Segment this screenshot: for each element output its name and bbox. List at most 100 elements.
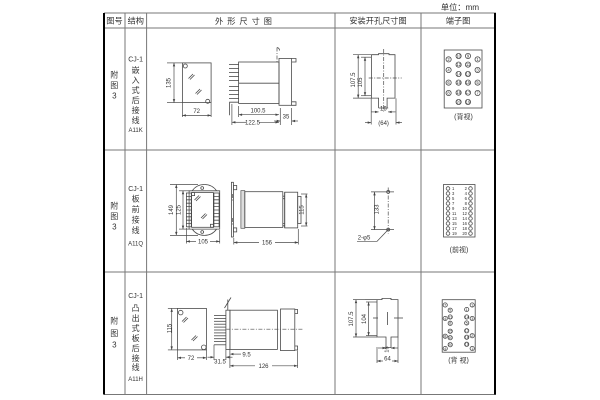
svg-text:1: 1 xyxy=(471,303,473,307)
svg-text:20: 20 xyxy=(448,343,452,347)
svg-text:7: 7 xyxy=(476,91,479,96)
svg-text:板: 板 xyxy=(132,194,140,204)
svg-text:100.5: 100.5 xyxy=(250,109,266,115)
svg-text:嵌: 嵌 xyxy=(132,66,140,75)
svg-text:附: 附 xyxy=(110,70,118,80)
svg-text:10: 10 xyxy=(448,336,452,340)
svg-text:线: 线 xyxy=(132,225,140,235)
svg-text:12: 12 xyxy=(462,211,467,216)
svg-text:105: 105 xyxy=(198,240,209,246)
svg-text:126: 126 xyxy=(258,364,269,370)
svg-text:板: 板 xyxy=(132,333,140,343)
svg-text:19: 19 xyxy=(466,100,471,105)
svg-text:9: 9 xyxy=(452,206,455,211)
svg-text:式: 式 xyxy=(132,323,140,333)
svg-text:10: 10 xyxy=(456,54,461,59)
svg-text:9.5: 9.5 xyxy=(242,352,251,358)
svg-text:前: 前 xyxy=(132,204,140,214)
svg-text:13: 13 xyxy=(466,72,471,77)
svg-text:接: 接 xyxy=(132,353,140,363)
svg-text:(64): (64) xyxy=(378,121,389,127)
svg-text:(背 视): (背 视) xyxy=(448,356,469,365)
svg-text:入: 入 xyxy=(132,76,140,85)
svg-text:31.5: 31.5 xyxy=(214,360,226,366)
svg-text:13: 13 xyxy=(452,216,457,221)
svg-text:16: 16 xyxy=(380,107,387,113)
svg-text:7: 7 xyxy=(444,303,446,307)
svg-text:线: 线 xyxy=(132,115,140,125)
svg-text:6: 6 xyxy=(447,80,450,85)
svg-text:18: 18 xyxy=(465,336,469,340)
svg-text:1: 1 xyxy=(466,308,468,312)
svg-text:4: 4 xyxy=(447,68,450,73)
svg-text:端子图: 端子图 xyxy=(446,16,471,26)
svg-text:单位：mm: 单位：mm xyxy=(441,2,479,12)
svg-text:6: 6 xyxy=(449,322,451,326)
svg-text:式: 式 xyxy=(132,85,140,95)
svg-text:8: 8 xyxy=(444,335,446,339)
svg-text:后: 后 xyxy=(132,343,140,353)
svg-text:14: 14 xyxy=(462,216,467,221)
svg-text:4: 4 xyxy=(465,191,468,196)
svg-text:8: 8 xyxy=(465,201,468,206)
svg-text:3: 3 xyxy=(112,223,117,232)
svg-text:2: 2 xyxy=(465,186,468,191)
svg-text:16: 16 xyxy=(456,80,461,85)
svg-text:5: 5 xyxy=(452,196,455,201)
svg-text:115: 115 xyxy=(168,323,174,333)
svg-text:133: 133 xyxy=(375,204,381,215)
svg-text:5: 5 xyxy=(476,80,479,85)
svg-text:3: 3 xyxy=(112,341,117,350)
svg-text:14: 14 xyxy=(456,72,461,77)
svg-text:CJ-1: CJ-1 xyxy=(128,57,143,64)
svg-text:5: 5 xyxy=(466,321,468,325)
svg-text:安装开孔尺寸图: 安装开孔尺寸图 xyxy=(349,16,406,26)
svg-text:2: 2 xyxy=(447,57,450,62)
svg-text:CJ-1: CJ-1 xyxy=(128,293,143,300)
svg-text:5: 5 xyxy=(449,309,451,313)
svg-text:15: 15 xyxy=(448,330,452,334)
svg-text:72: 72 xyxy=(193,109,200,115)
svg-text:外形尺寸图: 外形尺寸图 xyxy=(215,16,276,26)
svg-text:CJ-1: CJ-1 xyxy=(128,186,143,193)
svg-text:64: 64 xyxy=(384,357,391,363)
svg-text:107.5: 107.5 xyxy=(351,72,357,88)
svg-text:20: 20 xyxy=(462,231,467,236)
svg-text:结构: 结构 xyxy=(128,16,144,26)
svg-text:149: 149 xyxy=(169,204,175,215)
svg-text:4: 4 xyxy=(444,347,446,351)
svg-text:18: 18 xyxy=(462,226,467,231)
svg-text:2: 2 xyxy=(471,334,473,338)
svg-text:7: 7 xyxy=(452,201,455,206)
svg-text:12: 12 xyxy=(456,62,461,67)
svg-text:9: 9 xyxy=(467,54,470,59)
svg-text:104: 104 xyxy=(362,313,368,324)
svg-text:3: 3 xyxy=(112,92,117,101)
svg-text:11: 11 xyxy=(452,211,457,216)
svg-text:17: 17 xyxy=(452,226,457,231)
svg-text:107.5: 107.5 xyxy=(349,311,355,327)
svg-text:4: 4 xyxy=(444,317,446,321)
svg-text:6: 6 xyxy=(465,196,468,201)
svg-text:后: 后 xyxy=(132,95,140,105)
svg-text:附: 附 xyxy=(110,316,118,326)
svg-text:1: 1 xyxy=(476,57,479,62)
svg-text:20: 20 xyxy=(456,100,461,105)
svg-text:3: 3 xyxy=(471,317,473,321)
svg-text:图: 图 xyxy=(110,329,118,338)
svg-text:A11Q: A11Q xyxy=(128,242,143,248)
svg-text:35: 35 xyxy=(283,115,290,121)
svg-text:105: 105 xyxy=(358,77,364,88)
svg-text:1: 1 xyxy=(452,186,455,191)
svg-text:122.5: 122.5 xyxy=(245,121,261,127)
svg-text:接: 接 xyxy=(132,105,140,115)
svg-text:15: 15 xyxy=(466,80,471,85)
svg-text:图: 图 xyxy=(110,212,118,221)
svg-text:115: 115 xyxy=(300,205,306,215)
svg-text:3: 3 xyxy=(476,68,479,73)
svg-text:19: 19 xyxy=(465,343,469,347)
svg-text:17: 17 xyxy=(465,329,469,333)
svg-text:2-φ5: 2-φ5 xyxy=(358,236,371,242)
svg-text:A11H: A11H xyxy=(128,377,143,383)
svg-text:16: 16 xyxy=(385,346,391,352)
